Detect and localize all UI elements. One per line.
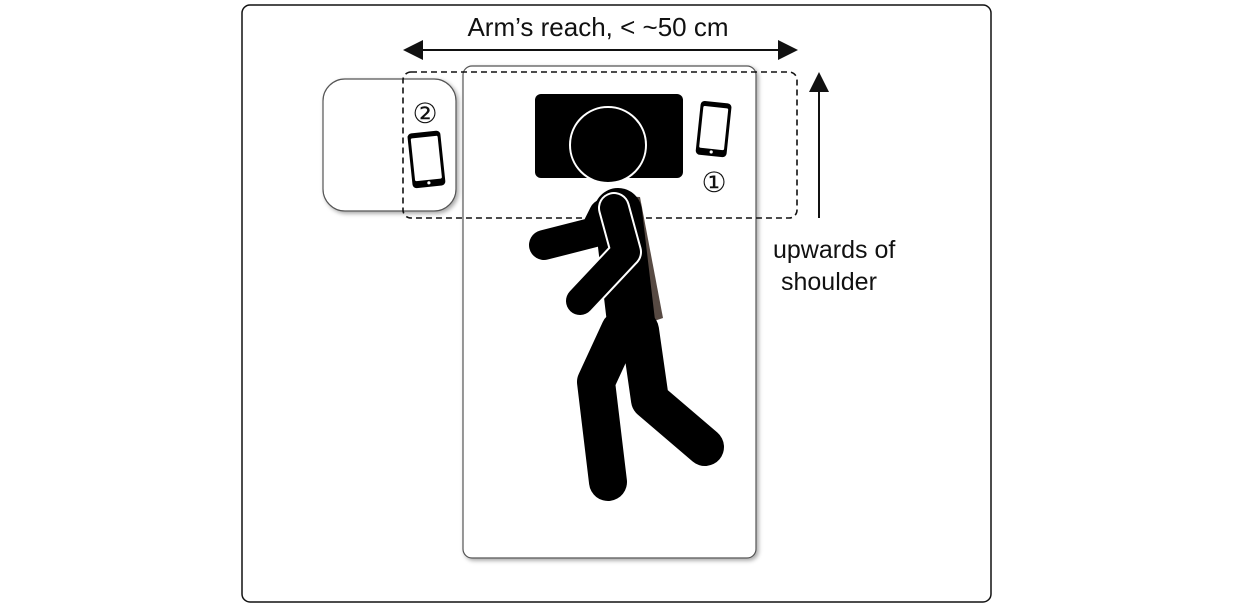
sleeping-person-figure: [529, 188, 724, 501]
position-2-marker: ②: [412, 98, 437, 129]
upwards-label-line-1: upwards of: [773, 236, 895, 264]
phone-position-1: [695, 100, 732, 158]
phone-position-2: [407, 130, 446, 189]
upwards-label-line-2: shoulder: [781, 268, 877, 296]
arms-reach-label: Arm’s reach, < ~50 cm: [467, 12, 728, 42]
person-head: [569, 106, 647, 184]
position-1-marker: ①: [701, 167, 726, 198]
